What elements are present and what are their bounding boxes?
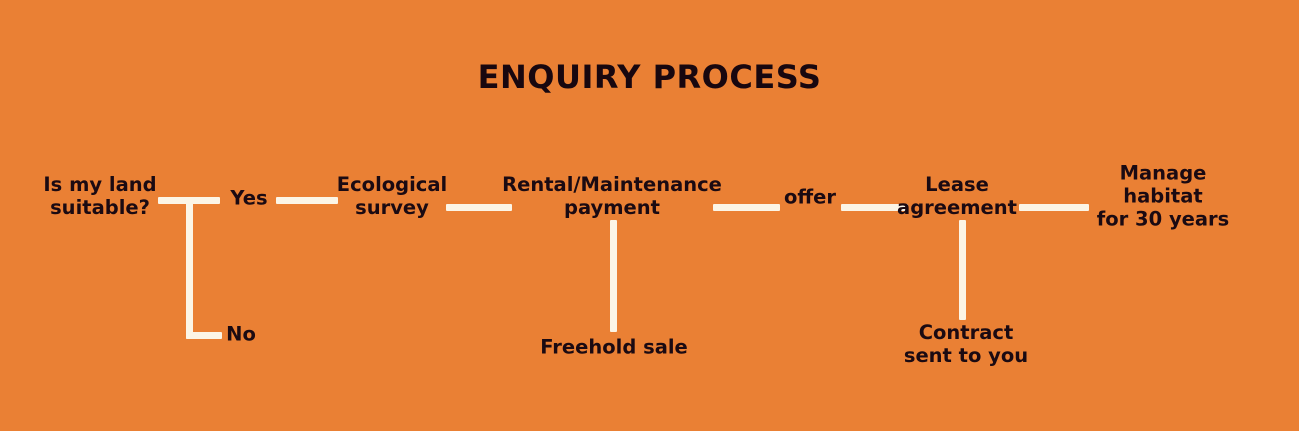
node-manage-habitat: Manage habitat for 30 years <box>1096 161 1230 231</box>
connector-yes-to-ecological <box>276 197 338 204</box>
connector-offer-to-lease <box>841 204 908 211</box>
connector-lease-to-manage <box>1019 204 1089 211</box>
connector-branch-vertical <box>186 197 193 339</box>
node-ecological-survey: Ecological survey <box>336 173 448 219</box>
node-land-suitable: Is my land suitable? <box>43 173 157 219</box>
page-title: ENQUIRY PROCESS <box>477 58 822 96</box>
node-contract-sent: Contract sent to you <box>903 321 1029 367</box>
connector-rental-to-freehold <box>610 220 617 332</box>
connector-lease-to-contract <box>959 220 966 320</box>
node-yes: Yes <box>230 186 268 210</box>
connector-rental-to-offer <box>713 204 780 211</box>
node-freehold-sale: Freehold sale <box>540 335 688 359</box>
node-offer: offer <box>783 185 837 209</box>
node-rental-payment: Rental/Maintenance payment <box>502 173 722 219</box>
connector-branch-to-no <box>186 332 222 339</box>
connector-ecological-to-rental <box>446 204 512 211</box>
node-lease-agreement: Lease agreement <box>897 173 1017 219</box>
node-no: No <box>226 322 256 346</box>
